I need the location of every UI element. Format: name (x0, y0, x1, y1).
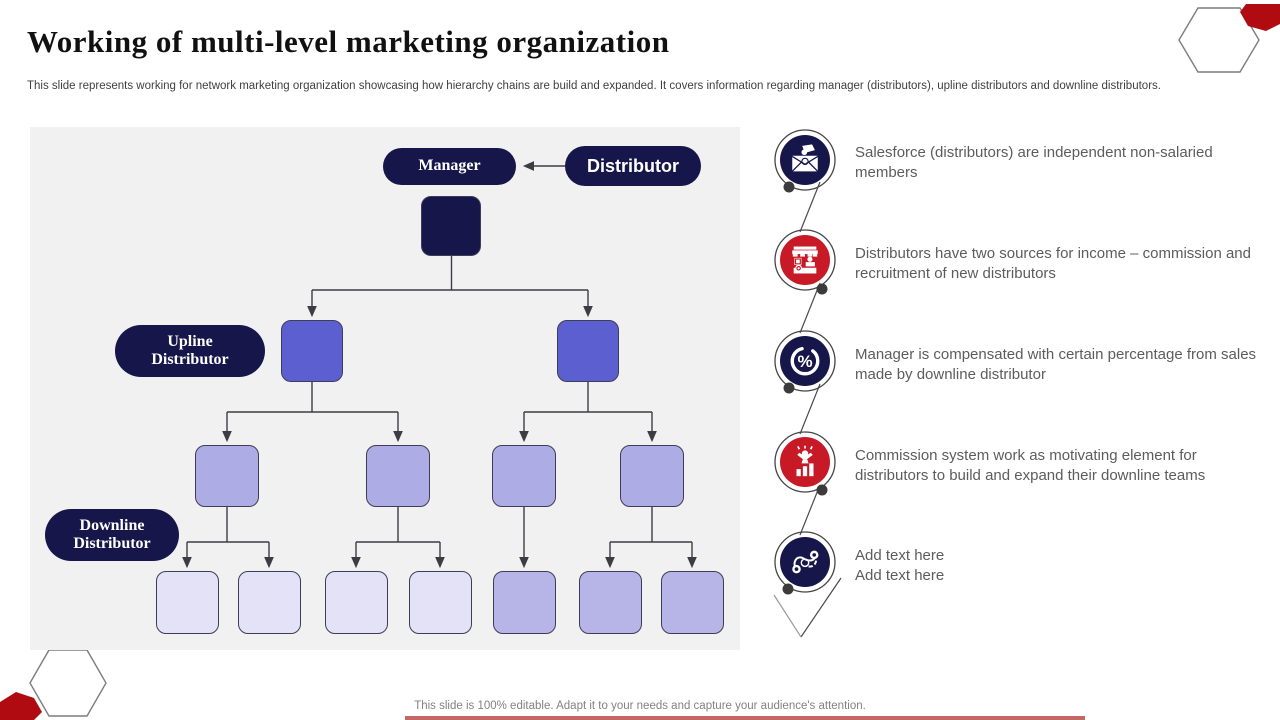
org-node-downline[interactable] (492, 445, 556, 507)
footer-red-bar (405, 716, 1085, 720)
timeline-item-text: Commission system work as motivating ele… (855, 447, 1206, 484)
hand-envelope-icon (791, 144, 819, 172)
hexagon-decoration-top-right (1178, 4, 1280, 73)
svg-text:%: % (797, 352, 812, 371)
org-node-bottom[interactable] (661, 571, 724, 634)
org-node-bottom[interactable] (156, 571, 219, 634)
hexagon-decoration-bottom-left (0, 649, 107, 720)
org-node-manager[interactable] (421, 196, 481, 256)
downline-distributor-label-pill[interactable]: Downline Distributor (45, 509, 179, 561)
red-hexagon-fragment-icon (1240, 4, 1280, 31)
timeline-item-text: Distributors have two sources for income… (855, 245, 1251, 282)
timeline-item-text: Salesforce (distributors) are independen… (855, 144, 1213, 181)
org-node-downline[interactable] (620, 445, 684, 507)
process-flow-icon (792, 550, 819, 574)
org-node-bottom[interactable] (493, 571, 556, 634)
org-node-bottom[interactable] (409, 571, 472, 634)
market-stall-icon (792, 246, 818, 274)
percentage-icon: % (790, 346, 820, 376)
upline-distributor-label-pill[interactable]: Upline Distributor (115, 325, 265, 377)
timeline-item-text: Add text here Add text here (855, 546, 1267, 586)
org-node-upline[interactable] (557, 320, 619, 382)
footer-note: This slide is 100% editable. Adapt it to… (414, 700, 866, 712)
org-node-bottom[interactable] (325, 571, 388, 634)
red-hexagon-fragment-icon (0, 692, 42, 720)
org-node-upline[interactable] (281, 320, 343, 382)
org-chart-panel: Manager Distributor Upline Distributor D… (30, 127, 740, 650)
org-node-bottom[interactable] (579, 571, 642, 634)
page-title: Working of multi-level marketing organiz… (27, 24, 670, 59)
org-node-downline[interactable] (195, 445, 259, 507)
add-text-line: Add text here (855, 566, 945, 584)
manager-label-pill[interactable]: Manager (383, 148, 516, 185)
org-node-bottom[interactable] (238, 571, 301, 634)
distributor-label-pill[interactable]: Distributor (565, 146, 701, 186)
add-text-line: Add text here (855, 547, 945, 564)
org-node-downline[interactable] (366, 445, 430, 507)
slide-subtitle: This slide represents working for networ… (27, 80, 1161, 92)
org-chart-connectors (182, 161, 697, 569)
motivation-chart-icon (796, 445, 814, 477)
timeline-rail (773, 129, 842, 638)
timeline-item-text: Manager is compensated with certain perc… (855, 346, 1257, 383)
